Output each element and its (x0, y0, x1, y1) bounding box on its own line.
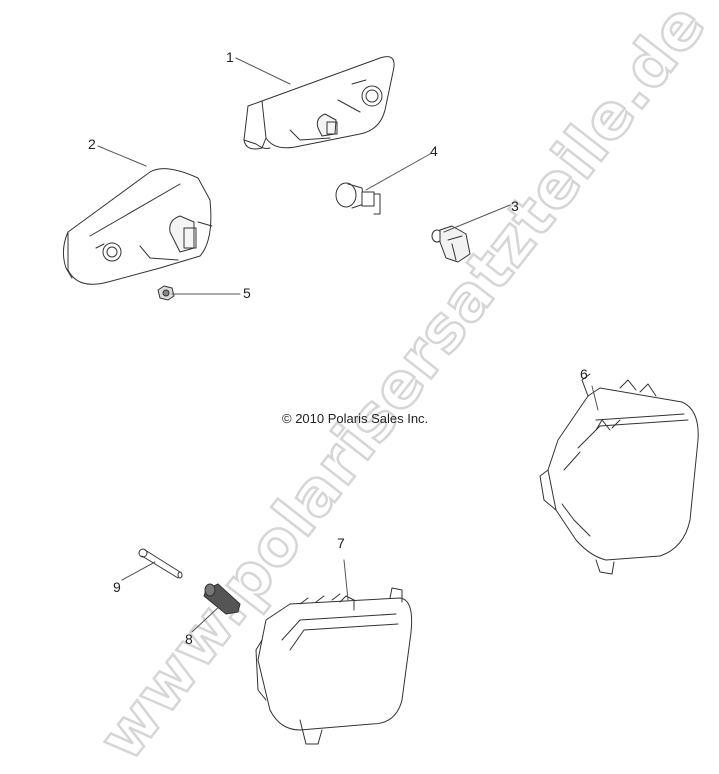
part-3-bulb-socket[interactable] (431, 204, 511, 263)
callout-5[interactable]: 5 (243, 285, 251, 301)
part-1-tail-light-housing[interactable] (243, 56, 395, 150)
callout-4[interactable]: 4 (430, 143, 438, 159)
callout-6[interactable]: 6 (580, 366, 588, 382)
part-7-headlight-assembly[interactable] (255, 559, 413, 745)
diagram-drawing (62, 56, 699, 745)
part-2-tail-light-housing[interactable] (62, 168, 213, 285)
part-6-headlight-assembly[interactable] (539, 373, 699, 575)
part-8-spacer[interactable] (191, 583, 241, 633)
callout-8[interactable]: 8 (185, 631, 193, 647)
copyright-notice: © 2010 Polaris Sales Inc. (282, 411, 429, 426)
part-4-bulb[interactable] (335, 153, 431, 215)
callout-1[interactable]: 1 (226, 49, 234, 65)
callout-2[interactable]: 2 (88, 136, 96, 152)
part-9-pin[interactable] (121, 548, 183, 581)
leader-line-1 (235, 57, 291, 85)
callout-3[interactable]: 3 (511, 198, 519, 214)
parts-diagram: www.polarisersatzteile.de (62, 0, 719, 774)
part-5-nut[interactable] (157, 285, 241, 301)
callout-7[interactable]: 7 (337, 535, 345, 551)
leader-line-2 (97, 145, 147, 167)
callout-9[interactable]: 9 (113, 579, 121, 595)
